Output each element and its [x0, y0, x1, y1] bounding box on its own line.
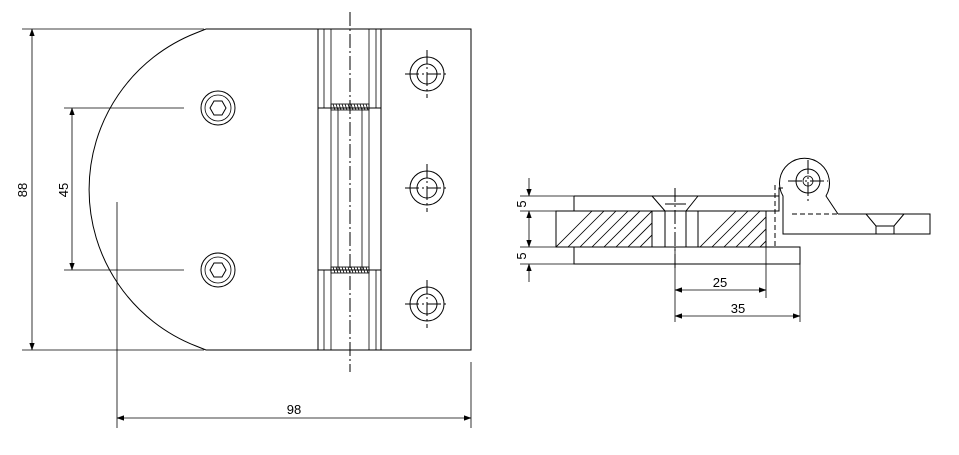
- front-view: 88 45 98: [15, 12, 472, 428]
- dimension-offset-long: 35: [675, 264, 801, 322]
- dimension-hole-spacing: 45: [56, 107, 184, 271]
- bottom-plate: [573, 246, 801, 265]
- dimension-offset-long-label: 35: [731, 301, 745, 316]
- dimension-width-label: 98: [287, 402, 301, 417]
- dimension-width: 98: [116, 202, 472, 428]
- hatched-section: [555, 210, 767, 248]
- countersunk-hole-icon: [405, 280, 449, 328]
- dimension-offset-short: 25: [674, 247, 767, 322]
- dimension-top-thickness: 5: [514, 178, 574, 229]
- dimension-height: 88: [15, 28, 204, 351]
- dimension-hole-spacing-label: 45: [56, 183, 71, 197]
- side-view: 5 5 25 35: [514, 157, 931, 322]
- hex-socket-screw-icon: [200, 90, 236, 126]
- dimension-offset-short-label: 25: [713, 275, 727, 290]
- curved-leaf-outline: [88, 28, 318, 351]
- hinge-lug: [765, 157, 931, 247]
- dimension-bottom-thickness-label: 5: [514, 252, 529, 259]
- countersunk-hole-icon: [405, 164, 449, 212]
- dimension-bottom-thickness: 5: [514, 229, 574, 282]
- dimension-height-label: 88: [15, 183, 30, 197]
- dimension-top-thickness-label: 5: [514, 200, 529, 207]
- square-leaf-outline: [380, 28, 472, 351]
- hex-socket-screw-icon: [200, 252, 236, 288]
- countersunk-hole-icon: [405, 50, 449, 98]
